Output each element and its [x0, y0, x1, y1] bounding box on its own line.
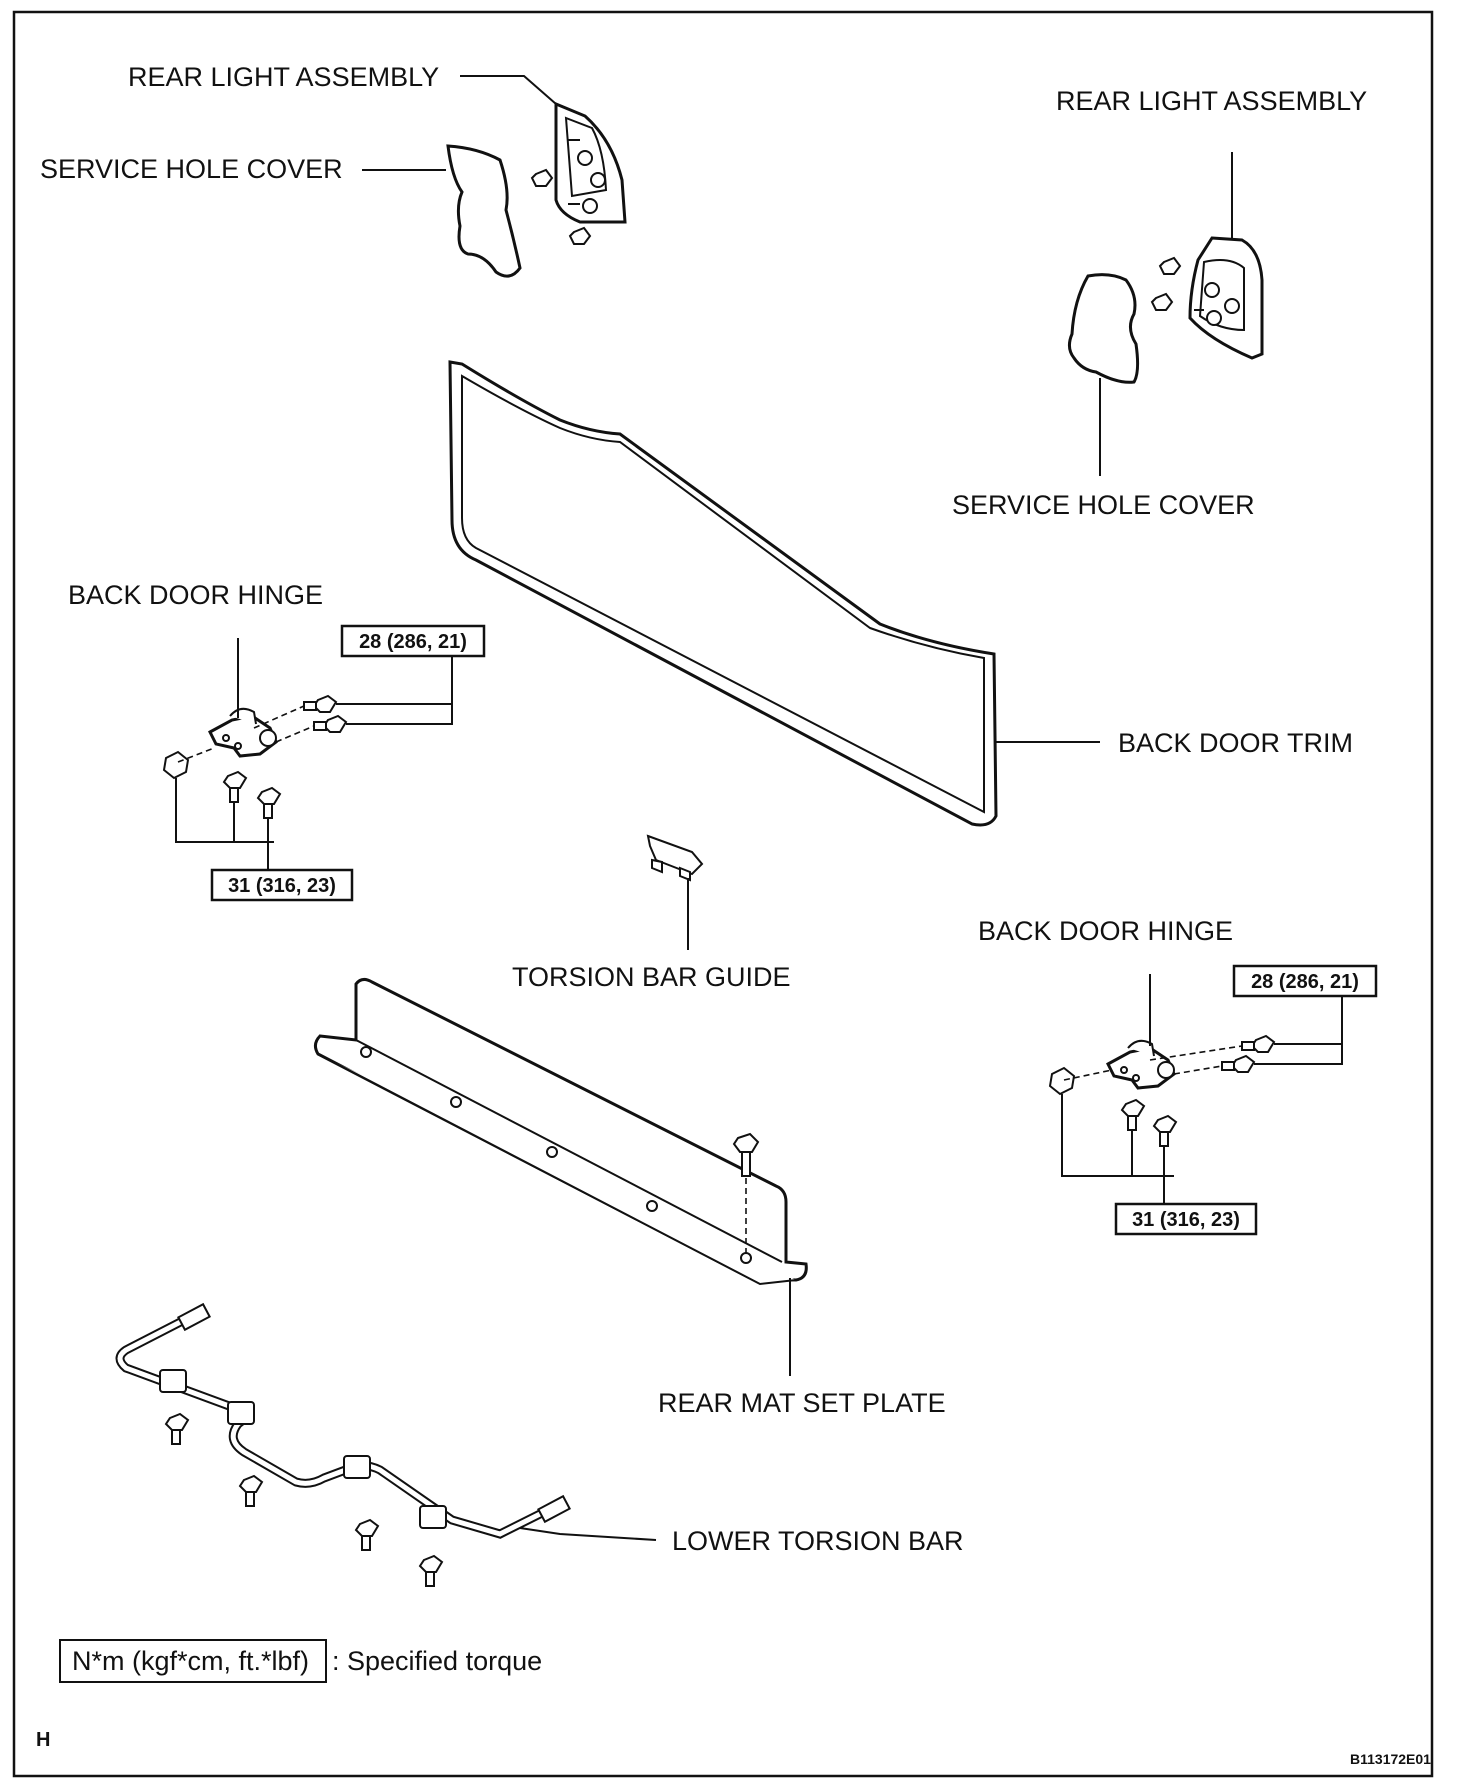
torsion-bar-bolt-1 [164, 1412, 190, 1445]
service-hole-cover-left [446, 144, 522, 278]
rear-mat-set-plate [313, 977, 808, 1286]
nut-right-light-1 [1158, 256, 1182, 275]
torque-box-left-lower: 31 (316, 23) [210, 868, 354, 902]
torsion-bar-bolt-2 [238, 1474, 264, 1507]
plate-bolt [732, 1132, 760, 1256]
hinge-nut-right [1048, 1066, 1076, 1096]
torsion-bar-guide-label: TORSION BAR GUIDE [512, 962, 791, 992]
back-door-trim [448, 360, 998, 827]
torque-legend-text: : Specified torque [332, 1646, 542, 1676]
rear-light-assembly-left [554, 101, 627, 224]
figure-code: B113172E01 [1350, 1751, 1431, 1767]
rear-light-assembly-right [1188, 236, 1264, 360]
torsion-bar-bolt-3 [354, 1518, 380, 1551]
hinge-bolt-right-4 [1152, 1114, 1178, 1147]
service-hole-cover-right [1067, 273, 1140, 384]
torque-box-right-upper: 28 (286, 21) [1232, 964, 1378, 998]
hinge-bolt-right-1 [1241, 1034, 1276, 1053]
hinge-bolt-left-2 [313, 714, 348, 733]
torque-right-lower-value: 31 (316, 23) [1132, 1209, 1240, 1231]
hinge-bolt-left-3 [222, 770, 248, 803]
torque-box-right-lower: 31 (316, 23) [1114, 1202, 1258, 1236]
torque-legend: N*m (kgf*cm, ft.*lbf) : Specified torque [59, 1639, 542, 1683]
hinge-bolt-left-1 [303, 694, 338, 713]
nut-left-light-2 [568, 226, 592, 245]
service-hole-cover-right-label: SERVICE HOLE COVER [952, 490, 1255, 520]
nut-right-light-2 [1150, 292, 1174, 311]
lower-torsion-bar [115, 1302, 571, 1539]
back-door-hinge-right-label: BACK DOOR HINGE [978, 916, 1233, 946]
service-hole-cover-left-label: SERVICE HOLE COVER [40, 154, 343, 184]
nut-left-light-1 [530, 168, 554, 187]
diagram-frame [12, 10, 1434, 1778]
hinge-nut-left [162, 750, 190, 780]
torque-left-upper-value: 28 (286, 21) [359, 631, 467, 653]
rear-mat-set-plate-label: REAR MAT SET PLATE [658, 1388, 946, 1418]
torque-left-lower-value: 31 (316, 23) [228, 875, 336, 897]
hinge-bolt-right-2 [1221, 1054, 1256, 1073]
back-door-hinge-right [1106, 1039, 1176, 1090]
torsion-bar-guide [646, 834, 704, 882]
lower-torsion-bar-label: LOWER TORSION BAR [672, 1526, 964, 1556]
hinge-bolt-right-3 [1120, 1098, 1146, 1131]
rear-light-assembly-left-label: REAR LIGHT ASSEMBLY [128, 62, 439, 92]
torque-box-left-upper: 28 (286, 21) [340, 624, 486, 658]
rear-light-assembly-right-label: REAR LIGHT ASSEMBLY [1056, 86, 1367, 116]
leader-lines [175, 75, 1343, 1541]
back-door-hinge-left-label: BACK DOOR HINGE [68, 580, 323, 610]
back-door-trim-label: BACK DOOR TRIM [1118, 728, 1353, 758]
back-door-hinge-left [208, 707, 278, 758]
torque-right-upper-value: 28 (286, 21) [1251, 971, 1359, 993]
torsion-bar-bolt-4 [418, 1554, 444, 1587]
torque-legend-unit: N*m (kgf*cm, ft.*lbf) [72, 1646, 309, 1676]
section-letter: H [36, 1729, 50, 1751]
hinge-bolt-left-4 [256, 786, 282, 819]
